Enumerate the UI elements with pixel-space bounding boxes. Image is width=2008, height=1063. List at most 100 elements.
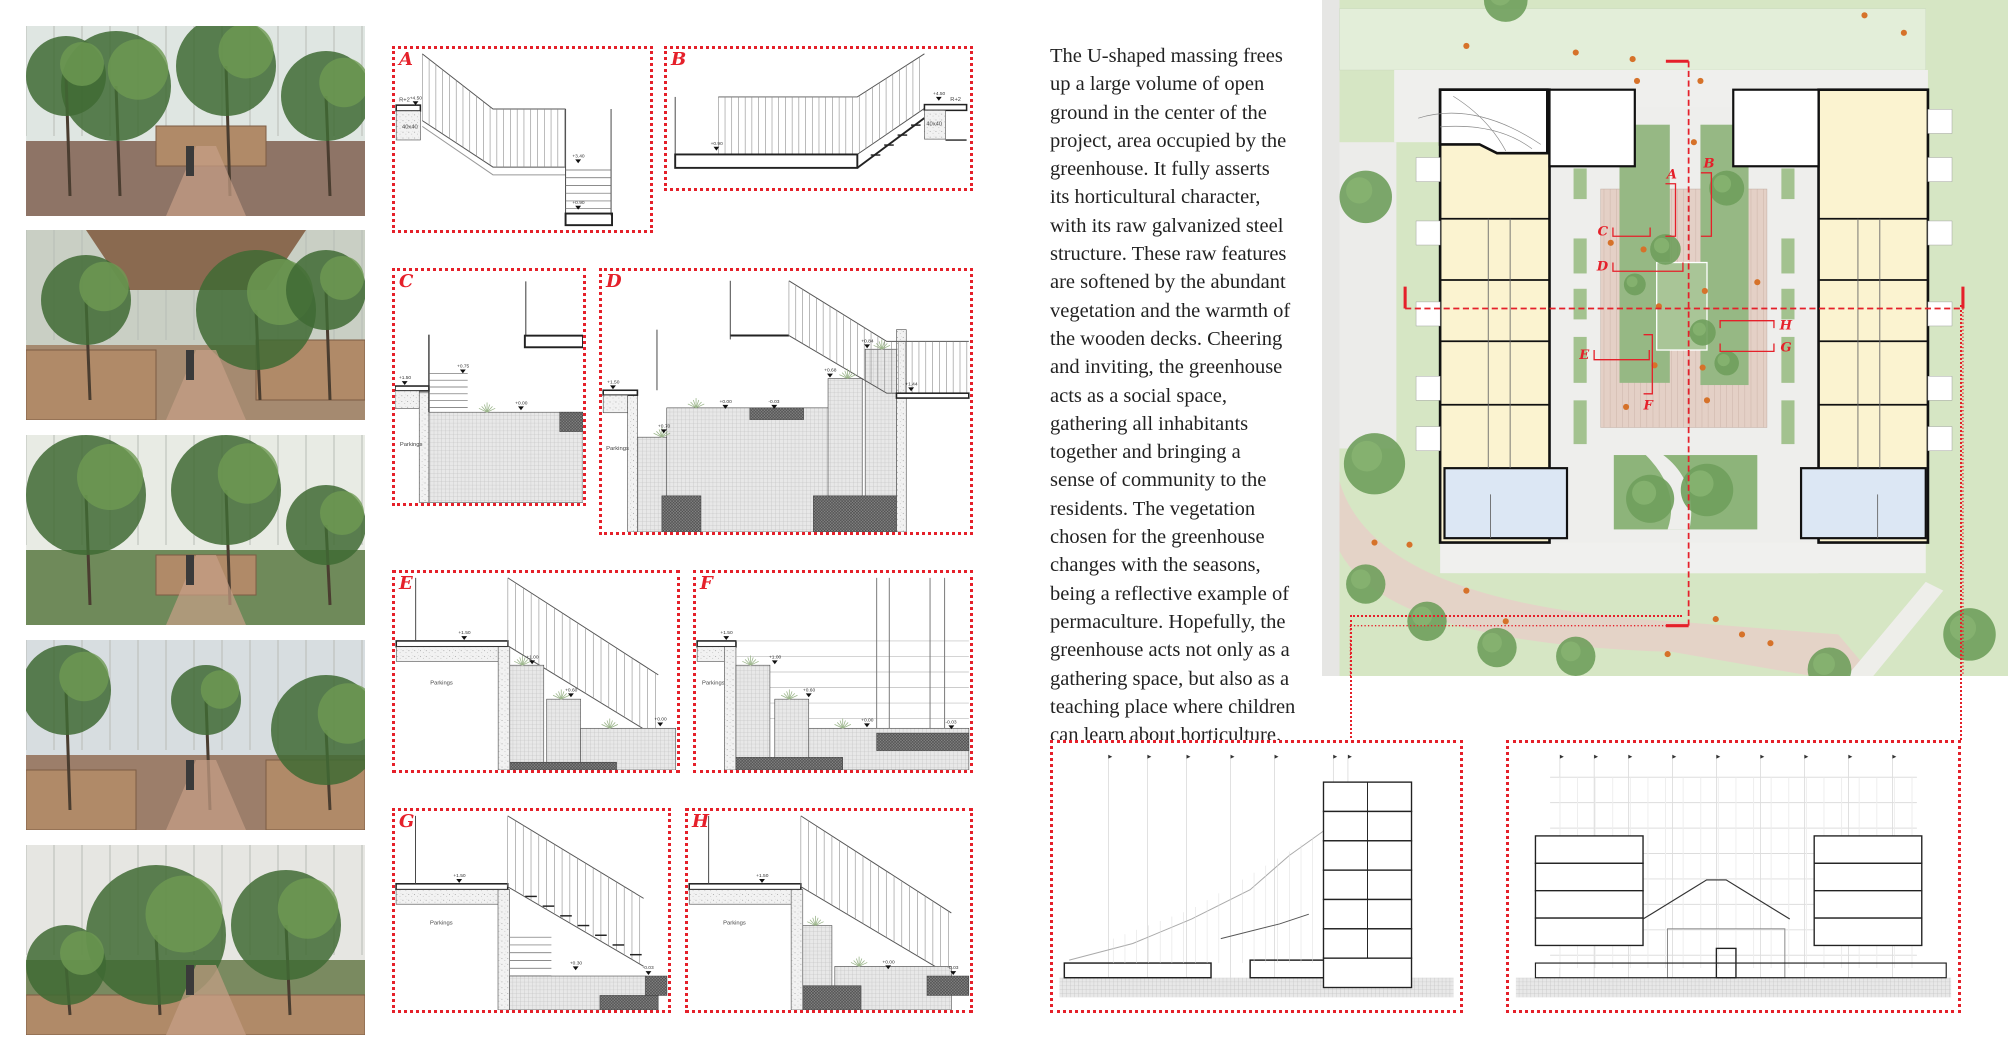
detail-label: H: [692, 811, 710, 832]
detail-cut-h: [1719, 320, 1775, 329]
dark-paving: [926, 975, 970, 996]
plant-stroke: [653, 432, 663, 438]
description-line: ground in the center of the: [1050, 101, 1267, 124]
person-figure: [1738, 631, 1746, 638]
axis-marker-icon: [1186, 754, 1191, 759]
axis-marker-icon: [1274, 754, 1279, 759]
description-line: permaculture. Hopefully, the: [1050, 610, 1286, 633]
deck-slab: [688, 883, 802, 891]
deck-slab: [696, 640, 737, 648]
stair-landing: [523, 334, 583, 349]
building-floor: [1813, 862, 1923, 892]
plant-stroke: [842, 720, 846, 729]
balcony: [1927, 220, 1953, 246]
plant-stroke: [478, 407, 488, 413]
greenhouse-render-1: [26, 26, 365, 216]
garden-path: [1339, 481, 1874, 676]
concrete-slab: [395, 889, 504, 905]
description-line: The U-shaped massing frees: [1050, 45, 1283, 67]
building-floor: [1813, 889, 1923, 919]
tree-canopy: [320, 491, 364, 535]
plant-stroke: [486, 407, 496, 413]
description-line: acts as a social space,: [1050, 384, 1228, 407]
parking-level: [1534, 962, 1947, 979]
tree-highlight: [1632, 480, 1657, 505]
plant-stroke: [807, 921, 816, 926]
plant-stroke: [687, 403, 697, 409]
plant-stroke: [609, 724, 619, 729]
axis-marker-icon: [1230, 754, 1235, 759]
tree-highlight: [1350, 569, 1371, 590]
plant-stroke: [609, 720, 613, 729]
greenhouse-render-2: [26, 230, 365, 420]
path: [166, 350, 246, 420]
plant-stroke: [750, 657, 754, 666]
person-figure: [186, 350, 194, 380]
parking-level: [1063, 962, 1212, 979]
tree-canopy: [1483, 0, 1528, 22]
plant-stroke: [815, 921, 824, 926]
concrete-slab: [395, 390, 420, 409]
gravel: [735, 757, 843, 770]
person-figure: [1633, 77, 1641, 85]
description-line: its horticultural character,: [1050, 186, 1261, 209]
planter-strip: [1573, 168, 1587, 200]
person-figure: [1767, 640, 1774, 647]
plant-stroke: [750, 660, 759, 666]
drawing-note: 40x40: [402, 124, 418, 130]
level-marker-icon: [645, 971, 652, 976]
level-marker-text: +4.50: [933, 91, 945, 97]
plant-stroke: [847, 370, 851, 379]
level-marker-text: +0.00: [515, 400, 528, 406]
deck-platform: [674, 153, 859, 169]
detail-label: D: [606, 271, 622, 292]
gravel: [599, 995, 659, 1010]
dark-paving: [645, 975, 668, 996]
level-marker-icon: [805, 693, 812, 698]
stair-stringer: [856, 117, 925, 169]
level-marker-text: -0.03: [947, 965, 958, 971]
tree-highlight: [1687, 470, 1714, 497]
plant-stroke: [516, 659, 523, 666]
detail-cut-c: [1612, 227, 1651, 237]
level-marker-icon: [722, 404, 729, 409]
deck-slab: [395, 640, 509, 648]
planter-strip: [1781, 336, 1795, 383]
plant-stroke: [812, 917, 816, 926]
description-line: with its raw galvanized steel: [1050, 214, 1284, 237]
railing-base: [507, 886, 644, 967]
plan-cut-label: E: [1578, 348, 1590, 363]
level-marker-text: +0.60: [565, 687, 578, 693]
drawing-note: Parkings: [723, 921, 746, 927]
plant-stroke: [809, 919, 816, 926]
level-marker-icon: [713, 146, 720, 151]
plant-stroke: [690, 401, 697, 409]
planter-strip: [1573, 238, 1587, 274]
drawing-note: Parkings: [400, 442, 423, 448]
building-floor: [1322, 957, 1413, 989]
service-core-east: [1732, 88, 1820, 168]
plan-cut-label: B: [1703, 157, 1715, 172]
level-marker-text: -0.03: [768, 399, 779, 405]
greenhouse-render-5: [26, 845, 365, 1035]
garden-path: [1645, 455, 1692, 530]
level-marker-text: +4.50: [410, 95, 423, 101]
level-marker-icon: [864, 723, 870, 728]
person-figure: [1900, 29, 1907, 36]
tree-highlight: [1653, 237, 1670, 254]
description-line: gathering space, but also as a: [1050, 667, 1290, 690]
level-marker-text: +0.00: [882, 959, 895, 965]
axis-marker-icon: [1559, 754, 1564, 759]
deck-slab: [923, 103, 968, 112]
plant-stroke: [695, 403, 705, 409]
level-marker-text: -0.03: [946, 719, 957, 725]
tree-canopy: [319, 57, 365, 108]
concrete-wall: [395, 110, 421, 141]
greenhouse-roof: [1642, 879, 1791, 920]
tree-canopy: [218, 26, 274, 79]
